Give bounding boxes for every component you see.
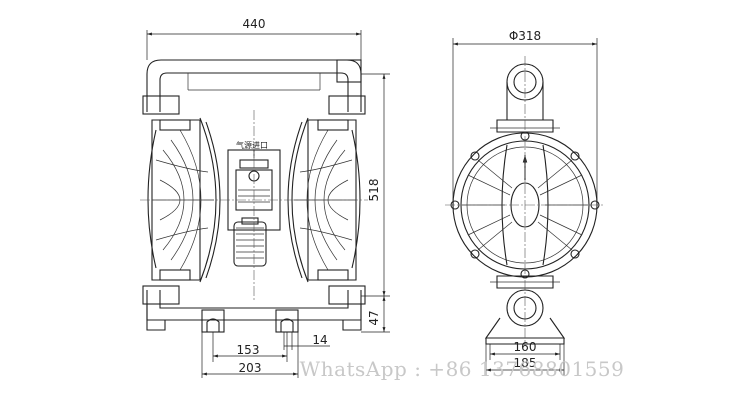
left-chamber: [147, 117, 221, 283]
watermark-text: WhatsApp : +86 13768801559: [300, 357, 625, 381]
air-inlet-label: 气源进口: [236, 140, 268, 150]
muffler: [233, 217, 267, 267]
feet: [201, 309, 299, 333]
front-view: 气源进口: [140, 59, 368, 333]
dim-overall-width: 440: [243, 17, 266, 31]
side-dimensions: Φ318 160 185: [452, 29, 598, 376]
front-dimensions: 440 518 47 153 14 203: [146, 17, 390, 378]
bottom-manifold: [142, 285, 366, 331]
dim-foot-width-inner: 160: [514, 340, 537, 354]
dim-foot-slot: 14: [312, 333, 327, 347]
dim-foot-spacing: 153: [237, 343, 260, 357]
dim-overall-height: 518: [367, 179, 381, 202]
top-manifold: [142, 59, 366, 115]
dim-foot-height: 47: [367, 310, 381, 325]
dim-inlet-diameter: Φ318: [509, 29, 541, 43]
dim-base-width: 203: [239, 361, 262, 375]
dim-foot-width-outer: 185: [514, 356, 537, 370]
side-view: [445, 56, 605, 346]
